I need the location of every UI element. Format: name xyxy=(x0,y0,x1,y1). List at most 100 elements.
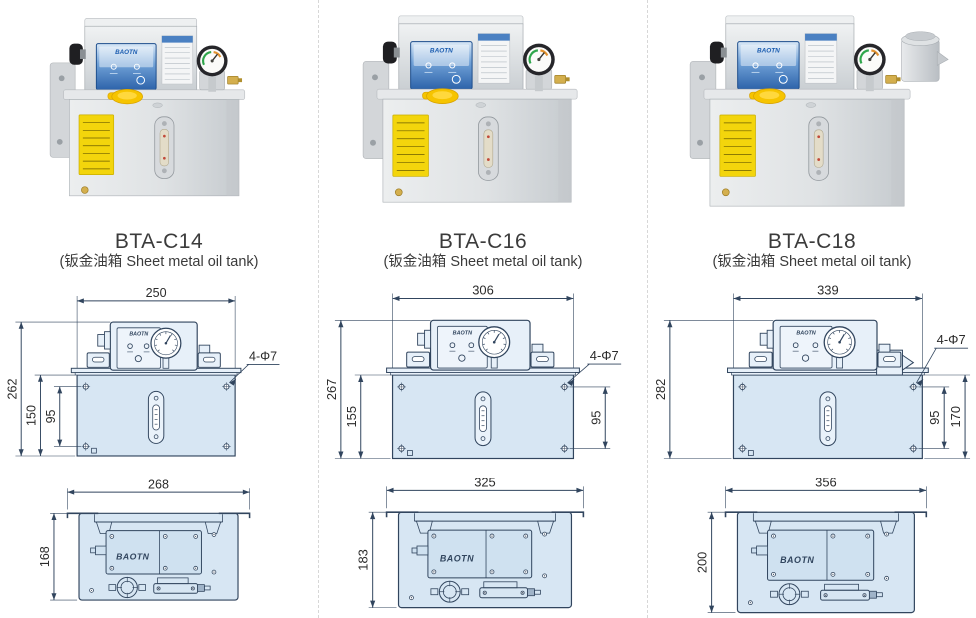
filler-cup xyxy=(901,31,949,82)
product-model: BTA-C16 xyxy=(438,230,528,253)
logo-text: BAOTN xyxy=(796,330,816,336)
product-title-block: BTA-C18 (钣金油箱 Sheet metal oil tank) xyxy=(648,230,976,280)
control-panel: BAOTN xyxy=(95,43,157,91)
dim-label: 183 xyxy=(356,549,371,571)
dim-label: 95 xyxy=(44,409,58,423)
logo-text: BAOTN xyxy=(453,330,473,336)
dim-label: 262 xyxy=(5,379,19,400)
dim-label: 250 xyxy=(146,286,167,300)
logo-text: BAOTN xyxy=(757,48,780,55)
dim-label: 155 xyxy=(344,406,359,428)
pump-port xyxy=(430,580,470,603)
pressure-gauge xyxy=(196,45,228,92)
pressure-gauge-icon xyxy=(150,327,182,359)
power-knob xyxy=(382,41,397,64)
vent xyxy=(805,102,817,108)
dim-label: 282 xyxy=(653,379,668,401)
pressure-gauge-icon xyxy=(823,326,856,359)
logo-text: BAOTN xyxy=(116,552,149,562)
panel-badge xyxy=(136,75,146,85)
logo-text: BAOTN xyxy=(129,332,148,338)
panel-badge xyxy=(778,74,788,84)
dim-label: 95 xyxy=(927,411,942,425)
product-photo-svg: BAOTN xyxy=(362,15,578,203)
warning-label xyxy=(78,114,115,175)
dim-label: 150 xyxy=(25,405,39,426)
product-model: BTA-C14 xyxy=(114,230,204,253)
product-photo: BAOTN xyxy=(0,2,318,222)
control-panel: BAOTN xyxy=(737,41,800,90)
dim-label: 339 xyxy=(817,282,839,297)
product-column-bta-c14: BAOTN BTA-C14 (钣金油箱 Sheet metal oil tank… xyxy=(0,0,318,618)
product-title-block: BTA-C14 (钣金油箱 Sheet metal oil tank) xyxy=(0,230,318,280)
brass-fitting xyxy=(554,74,566,84)
bracket-hole xyxy=(370,139,376,146)
logo-text: BAOTN xyxy=(780,555,814,565)
bracket-hole xyxy=(697,139,703,146)
dim-label: 268 xyxy=(148,478,169,491)
product-subtitle: (钣金油箱 Sheet metal oil tank) xyxy=(59,254,259,271)
drain-plug xyxy=(721,188,730,197)
bracket-hole xyxy=(372,74,378,81)
product-title-block: BTA-C16 (钣金油箱 Sheet metal oil tank) xyxy=(319,230,647,280)
panel-badge xyxy=(451,74,461,84)
product-photo-svg: BAOTN xyxy=(689,15,949,207)
drain-plug xyxy=(407,450,413,456)
drain-plug xyxy=(81,186,89,194)
logo-text: BAOTN xyxy=(430,48,453,55)
sight-glass xyxy=(808,116,830,181)
power-knob xyxy=(69,43,83,65)
oil-filler-cap xyxy=(422,88,459,104)
oil-filler-cap xyxy=(107,88,144,105)
spec-label xyxy=(161,35,194,85)
pressure-gauge-icon xyxy=(478,326,511,359)
product-photo-svg: BAOTN xyxy=(49,18,246,197)
warning-label xyxy=(719,114,756,177)
dim-label: 356 xyxy=(815,478,837,489)
vent xyxy=(152,102,163,108)
control-panel: BAOTN xyxy=(410,41,473,90)
dim-label: 170 xyxy=(948,406,963,428)
product-column-bta-c16: BAOTN BTA-C16 (钣金油箱 Sheet metal oil tank… xyxy=(318,0,647,618)
drain-plug xyxy=(747,450,754,456)
pump-port xyxy=(108,576,146,599)
sight-glass xyxy=(819,391,837,447)
hole-callout: 4-Φ7 xyxy=(590,348,619,363)
sight-glass xyxy=(478,116,499,181)
vent xyxy=(475,102,487,108)
logo-text: BAOTN xyxy=(440,554,474,564)
dim-label: 325 xyxy=(474,478,496,489)
pump-port xyxy=(770,583,809,606)
spec-label xyxy=(477,33,511,84)
dim-label: 267 xyxy=(324,379,339,401)
logo-text: BAOTN xyxy=(115,49,138,56)
product-model: BTA-C18 xyxy=(767,230,857,253)
drain-plug xyxy=(394,188,403,197)
warning-label xyxy=(392,114,429,177)
product-column-bta-c18: BAOTN BTA-C18 (钣金油箱 Sheet metal oil tank… xyxy=(647,0,976,618)
brass-fitting xyxy=(885,74,897,84)
pressure-gauge xyxy=(523,43,555,92)
bracket-hole xyxy=(699,74,705,81)
sight-glass xyxy=(154,116,175,179)
drain-plug xyxy=(91,447,97,454)
bracket-hole xyxy=(56,138,63,145)
product-subtitle: (钣金油箱 Sheet metal oil tank) xyxy=(712,254,912,271)
spec-label xyxy=(804,33,838,84)
dim-label: 95 xyxy=(588,411,603,425)
sight-glass xyxy=(147,390,165,444)
oil-filler-cap xyxy=(749,88,786,104)
